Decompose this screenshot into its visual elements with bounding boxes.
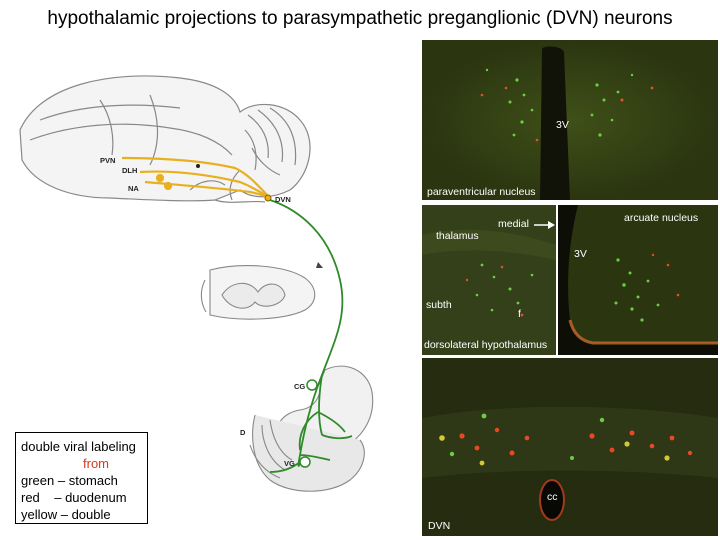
legend-box: double viral labeling from green – stoma… [15,432,148,524]
legend-line-green: green – stomach [21,473,118,488]
micrograph-paraventricular-image [422,40,718,200]
legend-line-red: red – duodenum [21,490,127,505]
label-f: f [518,308,521,320]
label-cc: cc [547,491,558,503]
micrograph-dvn-image [422,358,718,536]
label-na: NA [128,184,139,193]
caption-paraventricular: paraventricular nucleus [427,186,536,198]
legend-line-from: from [83,456,109,471]
thorax-drawing [200,265,316,320]
caption-dorsolateral: dorsolateral hypothalamus [424,339,548,351]
hypothalamic-projection-lines [121,156,271,199]
label-dvn: DVN [275,195,291,204]
micrograph-dorsolateral-image [422,205,556,355]
label-cg: CG [294,382,306,391]
micrograph-dorsolateral: thalamus subth f dorsolateral hypothalam… [422,205,556,355]
label-vg: VG [284,459,295,468]
slide-title: hypothalamic projections to parasympathe… [47,8,673,29]
legend-line-yellow: yellow – double [21,507,111,522]
label-subth: subth [426,299,452,311]
label-medial: medial [498,218,529,230]
arrow-right-icon [534,221,555,229]
label-dlh: DLH [122,166,138,175]
caption-dvn: DVN [428,520,451,532]
anatomy-diagram [19,75,374,492]
label-3v-top: 3V [556,119,569,131]
micrograph-paraventricular: 3V paraventricular nucleus [422,40,718,200]
micrograph-dvn: cc DVN [422,358,718,536]
label-pvn: PVN [100,156,116,165]
caption-arcuate: arcuate nucleus [624,212,699,224]
vagal-pathway-lines [269,199,353,473]
label-thalamus: thalamus [436,230,479,242]
label-3v-middle: 3V [574,248,587,260]
legend-line-title: double viral labeling [21,439,136,454]
micrograph-arcuate-image [558,205,718,355]
label-d: D [240,428,246,437]
micrograph-arcuate: arcuate nucleus 3V [558,205,718,355]
